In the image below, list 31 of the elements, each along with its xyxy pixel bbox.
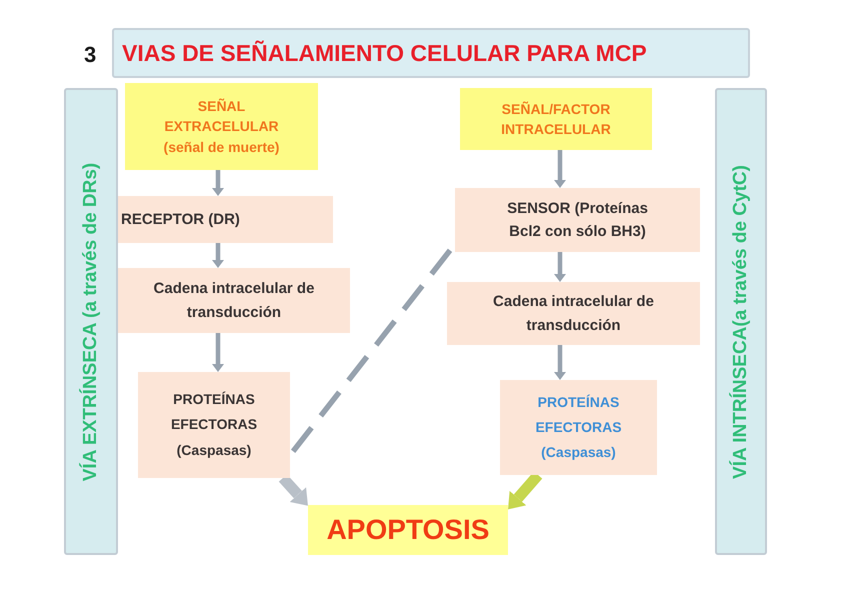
process-box [138,372,290,478]
process-box [455,188,700,252]
outcome-label: APOPTOSIS [326,514,490,546]
process-box [118,268,350,333]
process-label: PROTEÍNAS EFECTORAS (Caspasas) [534,392,623,462]
arrow [556,345,564,380]
outcome-box [308,505,508,555]
process-label: Cadena intracelular de transducción [152,279,316,322]
signal-box [460,88,652,150]
process-box [118,196,333,243]
slide-number: 3 [84,42,96,68]
signal-label: SEÑAL/FACTOR INTRACELULAR [500,100,612,139]
arrow [556,252,564,282]
process-label: Cadena intracelular de transducción [492,292,655,336]
process-label: SENSOR (Proteínas Bcl2 con sólo BH3) [506,198,649,242]
process-box [500,380,657,475]
pathway-label: VÍA INTRÍNSECA(a través de CytC) [730,164,752,478]
pathway-label: VÍA EXTRÍNSECA (a través de DRs) [80,162,102,481]
process-label: PROTEÍNAS EFECTORAS (Caspasas) [170,390,258,460]
arrow [556,150,564,188]
process-label: RECEPTOR (DR) [121,210,240,230]
title-banner: VIAS DE SEÑALAMIENTO CELULAR PARA MCP [112,28,750,78]
dashed-connector [290,246,454,453]
signal-box [125,83,318,170]
arrow [214,170,222,196]
pathway-band [715,88,767,555]
arrow [214,243,222,268]
process-box [447,282,700,345]
arrow [214,333,222,372]
pathway-band [64,88,118,555]
signal-label: SEÑAL EXTRACELULAR (señal de muerte) [162,97,280,157]
